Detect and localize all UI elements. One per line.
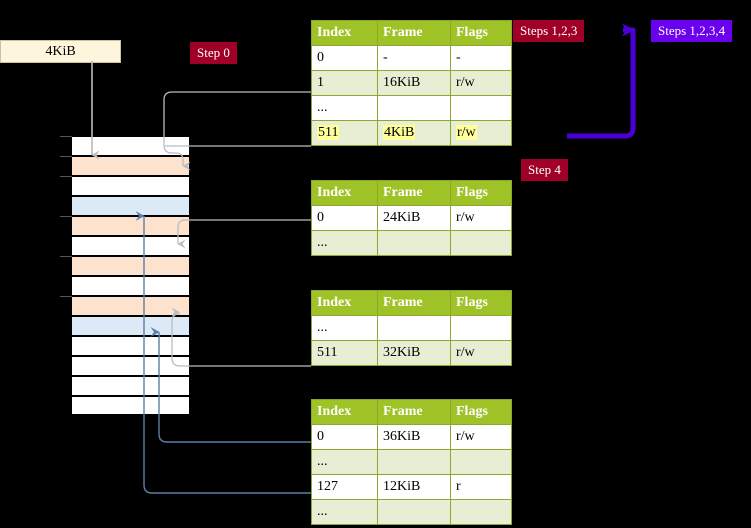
cell-frame: 36KiB (377, 424, 451, 450)
memory-cell (71, 156, 190, 176)
table-row: 511 4KiB r/w (311, 120, 512, 146)
table-row: 511 32KiB r/w (311, 340, 512, 366)
column-header-frame: Frame (377, 290, 451, 316)
cell-flags: r (450, 474, 512, 500)
memory-cell (71, 296, 190, 316)
badge-steps-1-2-3: Steps 1,2,3 (513, 20, 585, 42)
grid-tick (60, 296, 72, 297)
cell-index: ... (311, 230, 378, 256)
badge-steps-1-2-3-4: Steps 1,2,3,4 (651, 20, 733, 42)
cell-frame (377, 499, 451, 525)
memory-cell (71, 216, 190, 236)
column-header-frame: Frame (377, 20, 451, 46)
cell-flags: r/w (450, 424, 512, 450)
cell-frame (377, 230, 451, 256)
cell-index: ... (311, 449, 378, 475)
column-header-index: Index (311, 290, 378, 316)
cell-index: ... (311, 95, 378, 121)
column-header-index: Index (311, 399, 378, 425)
cell-frame: 16KiB (377, 70, 451, 96)
grid-tick (60, 156, 72, 157)
cell-flags (450, 230, 512, 256)
cell-flags: r/w (450, 205, 512, 231)
table-row: ... (311, 499, 512, 525)
column-header-flags: Flags (450, 180, 512, 206)
cell-frame (377, 449, 451, 475)
table-row: ... (311, 449, 512, 475)
table-row: ... (311, 95, 512, 121)
memory-cell (71, 316, 190, 336)
table-header-row: Index Frame Flags (311, 180, 512, 206)
cell-index: 127 (311, 474, 378, 500)
page-table-pt: Index Frame Flags 0 36KiB r/w ... 127 12… (311, 399, 512, 525)
cell-flags (450, 449, 512, 475)
memory-cell (71, 236, 190, 256)
cell-frame: - (377, 45, 451, 71)
cell-index: ... (311, 499, 378, 525)
grid-tick (60, 216, 72, 217)
cell-frame (377, 315, 451, 341)
badge-step-0: Step 0 (190, 42, 237, 64)
cell-index: ... (311, 315, 378, 341)
page-table-pml4: Index Frame Flags 0 - - 1 16KiB r/w ... (311, 20, 512, 146)
cell-index: 511 (311, 120, 378, 146)
cell-index-text: 511 (317, 124, 340, 140)
cell-frame (377, 95, 451, 121)
cell-frame: 4KiB (377, 120, 451, 146)
column-header-flags: Flags (450, 20, 512, 46)
page-table-pd: Index Frame Flags ... 511 32KiB r/w (311, 290, 512, 366)
memory-grid (71, 136, 190, 415)
memory-cell (71, 176, 190, 196)
cell-flags-text: r/w (456, 124, 477, 140)
memory-cell (71, 136, 190, 156)
table-header-row: Index Frame Flags (311, 20, 512, 46)
cell-frame: 12KiB (377, 474, 451, 500)
cell-flags (450, 499, 512, 525)
cell-frame: 32KiB (377, 340, 451, 366)
table-row: ... (311, 315, 512, 341)
cell-flags: r/w (450, 70, 512, 96)
cell-flags (450, 95, 512, 121)
table-header-row: Index Frame Flags (311, 399, 512, 425)
column-header-flags: Flags (450, 290, 512, 316)
cell-flags: r/w (450, 120, 512, 146)
column-header-frame: Frame (377, 399, 451, 425)
column-header-index: Index (311, 180, 378, 206)
table-row: 0 - - (311, 45, 512, 71)
cell-frame: 24KiB (377, 205, 451, 231)
page-table-pdpt: Index Frame Flags 0 24KiB r/w ... (311, 180, 512, 256)
memory-cell (71, 376, 190, 396)
table-row: ... (311, 230, 512, 256)
cell-index: 0 (311, 45, 378, 71)
column-header-frame: Frame (377, 180, 451, 206)
column-header-index: Index (311, 20, 378, 46)
cell-index: 0 (311, 424, 378, 450)
size-box-4kib: 4KiB (0, 40, 121, 63)
memory-cell (71, 256, 190, 276)
cell-index: 511 (311, 340, 378, 366)
cell-flags (450, 315, 512, 341)
badge-step-4: Step 4 (521, 159, 568, 181)
cell-flags: r/w (450, 340, 512, 366)
grid-tick (60, 256, 72, 257)
memory-cell (71, 276, 190, 296)
memory-cell (71, 396, 190, 415)
grid-tick (60, 136, 72, 137)
memory-cell (71, 336, 190, 356)
grid-tick (60, 176, 72, 177)
cell-flags: - (450, 45, 512, 71)
cell-index: 0 (311, 205, 378, 231)
memory-cell (71, 196, 190, 216)
table-row: 1 16KiB r/w (311, 70, 512, 96)
table-row: 0 24KiB r/w (311, 205, 512, 231)
column-header-flags: Flags (450, 399, 512, 425)
cell-index: 1 (311, 70, 378, 96)
table-row: 0 36KiB r/w (311, 424, 512, 450)
table-header-row: Index Frame Flags (311, 290, 512, 316)
memory-cell (71, 356, 190, 376)
table-row: 127 12KiB r (311, 474, 512, 500)
cell-frame-text: 4KiB (383, 124, 416, 140)
